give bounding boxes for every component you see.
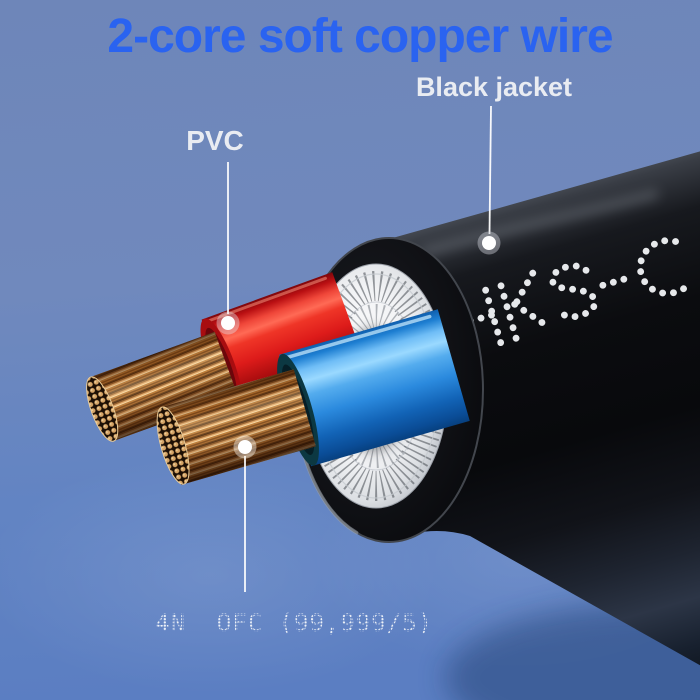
- blue-copper-face: [156, 406, 190, 485]
- print-letter-dash: [599, 275, 630, 289]
- callout-black-jacket-line: [488, 105, 492, 235]
- callout-pvc: PVC: [186, 125, 244, 335]
- print-letter-C: [636, 237, 694, 297]
- callout-black-jacket-label: Black jacket: [416, 72, 572, 102]
- cable-print-text: [448, 237, 694, 356]
- red-copper-shading: [88, 331, 238, 442]
- callout-pvc-label: PVC: [186, 125, 244, 156]
- print-letter-K: [496, 269, 555, 342]
- blue-core-wire: [156, 309, 470, 485]
- callout-black-jacket: Black jacket: [416, 72, 572, 255]
- blue-insulation-highlight: [282, 314, 432, 361]
- print-letter-S: [549, 262, 599, 321]
- callout-copper-dot: [238, 440, 252, 454]
- page-title: 2-core soft copper wire: [107, 10, 612, 63]
- callout-copper-label: 4N OFC (99,999/5): [155, 609, 433, 637]
- blue-copper-shading: [159, 369, 316, 485]
- callout-pvc-dot: [221, 316, 235, 330]
- blue-insulation: [279, 309, 470, 467]
- cable-jacket-top-highlight: [421, 190, 659, 256]
- callout-copper: 4N OFC (99,999/5): [155, 435, 433, 637]
- callout-black-jacket-dot: [482, 236, 496, 250]
- red-copper-face: [86, 376, 119, 442]
- red-insulation-highlight: [204, 276, 327, 324]
